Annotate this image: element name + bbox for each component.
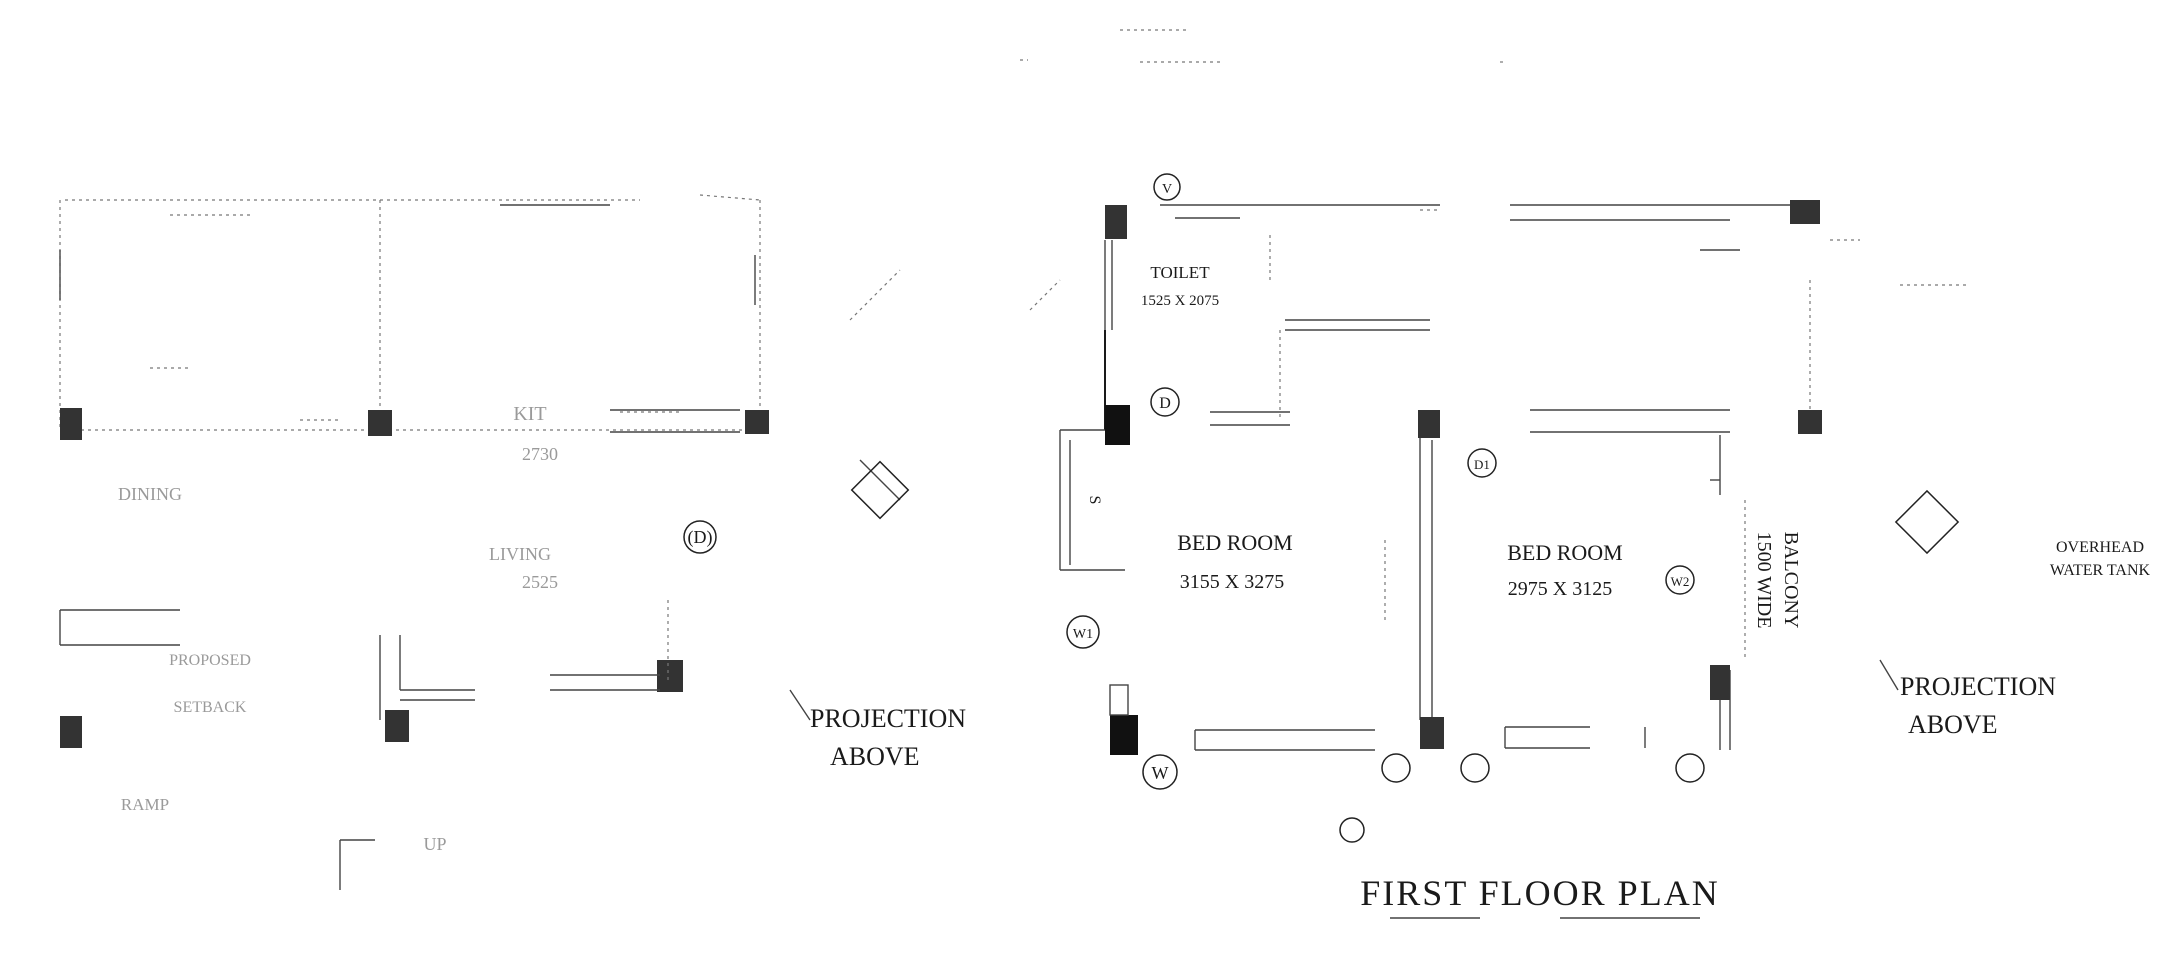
left-projection-label: PROJECTION [810,704,966,733]
left-column-4 [60,716,82,748]
balcony-width-label: 1500 WIDE [1753,532,1775,629]
right-column-5 [1420,717,1444,749]
door-d-marker-label: D [1159,395,1171,412]
right-faint-tick-1 [1029,279,1061,311]
bedroom2-name: BED ROOM [1507,540,1623,565]
window-w-marker [1142,754,1178,790]
window-w2-marker [1665,565,1695,595]
window-w1-marker [1066,615,1100,649]
right-column-9-outline [1109,684,1129,716]
left-column-3 [745,410,769,434]
left-room-setback: SETBACK [174,699,247,716]
right-projection-line [1879,659,1899,691]
tank-label-2: WATER TANK [2050,562,2151,579]
left-room-living-size: 2525 [522,572,558,592]
left-column-6 [657,660,683,692]
left-room-proposed: PROPOSED [169,652,251,669]
door-d1-marker [1467,448,1497,478]
right-above-label: ABOVE [1908,710,1998,739]
marker-bottom-2 [1460,753,1490,783]
marker-bottom-1 [1381,753,1411,783]
window-v-marker [1153,173,1181,201]
drawing-title: FIRST FLOOR PLAN [1360,873,1719,913]
left-column-5 [385,710,409,742]
left-stair-up: UP [423,834,446,854]
right-column-6 [1790,200,1820,224]
right-column-4 [1418,410,1440,438]
window-w-marker-label: W [1152,763,1169,783]
right-plan: D W W1 D1 W2 V BED ROOM 3155 X 3275 BED … [850,173,2151,843]
toilet-name: TOILET [1150,263,1210,282]
window-v-marker-label: V [1162,182,1172,197]
sill-label: S [1086,496,1103,505]
left-top-wall-segment [699,194,761,201]
left-projection-line [789,689,811,721]
right-column-2 [1105,405,1130,445]
right-column-7 [1798,410,1822,434]
bedroom1-size: 3155 X 3275 [1180,571,1284,593]
left-room-living: LIVING [489,544,551,564]
left-room-dining: DINING [118,484,182,504]
left-plan: (D) DINING LIVING 2525 KIT 2730 PROPOSED… [59,194,966,890]
right-column-3 [1110,715,1138,755]
left-room-ramp: RAMP [121,795,169,814]
tank-diamond-icon [1894,489,1960,555]
right-projection-label: PROJECTION [1900,672,2056,701]
right-column-1 [1105,205,1127,239]
left-swing-line-2 [859,459,901,501]
left-room-kit-size: 2730 [522,444,558,464]
toilet-size: 1525 X 2075 [1141,293,1219,309]
marker-bottom-3 [1675,753,1705,783]
door-d-marker [1150,387,1180,417]
left-room-kit: KIT [513,403,546,425]
tank-label-1: OVERHEAD [2056,539,2144,556]
left-door-marker [683,520,717,554]
left-column-2 [368,410,392,436]
window-w1-marker-label: W1 [1073,627,1093,642]
left-above-label: ABOVE [830,742,920,771]
left-diamond-icon [850,460,910,520]
door-d1-marker-label: D1 [1474,457,1490,472]
marker-bottom-4 [1339,817,1365,843]
left-column-1 [60,408,82,440]
right-column-8 [1710,665,1730,700]
bedroom2-size: 2975 X 3125 [1508,578,1612,600]
bedroom1-name: BED ROOM [1177,530,1293,555]
window-w2-marker-label: W2 [1671,574,1690,589]
left-swing-line [849,269,901,321]
left-door-marker-label: (D) [688,527,713,548]
balcony-label: BALCONY [1780,532,1802,629]
top-faint-marks [1020,29,1506,63]
